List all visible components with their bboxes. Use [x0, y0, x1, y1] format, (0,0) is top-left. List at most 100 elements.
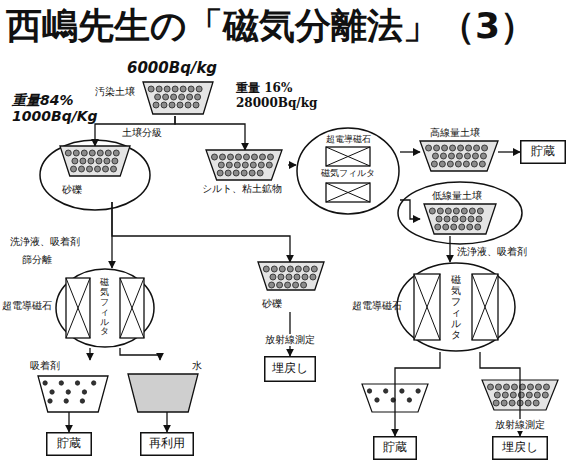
- particle-dot: [426, 145, 432, 151]
- particle-dot: [475, 224, 481, 230]
- particle-dot: [287, 266, 293, 272]
- particle-dot: [543, 384, 549, 390]
- particle-dot: [511, 384, 517, 390]
- process-box: 埋戻し: [264, 356, 316, 382]
- particle-dot: [444, 216, 450, 222]
- particle-dot: [477, 208, 483, 214]
- particle-dot: [258, 162, 264, 168]
- particle-dot: [439, 161, 445, 167]
- node-label: 6000Bq/kg: [127, 60, 217, 77]
- particle-dot: [431, 161, 437, 167]
- particle-dot: [278, 274, 284, 280]
- annotation-label: 洗浄液、吸着剤: [10, 236, 80, 248]
- particle-dot: [226, 162, 232, 168]
- particle-dot: [442, 145, 448, 151]
- flow-arrow: [95, 116, 175, 146]
- particle-dot: [464, 153, 470, 159]
- particle-dot: [375, 398, 379, 402]
- particle-dot: [263, 266, 269, 272]
- basin-outline: [206, 150, 282, 180]
- process-box: 貯蔵: [520, 140, 566, 164]
- soil-basin: 吸着剤: [30, 360, 108, 412]
- particle-dot: [277, 282, 283, 288]
- particle-dot: [479, 161, 485, 167]
- node-label: 超電導磁石: [352, 300, 402, 312]
- particle-dot: [188, 86, 194, 92]
- basin-outline: [424, 204, 496, 234]
- particle-dot: [494, 392, 500, 398]
- particle-dot: [311, 266, 317, 272]
- particle-dot: [73, 150, 79, 156]
- magnetic-filter-box: [414, 274, 440, 340]
- particle-dot: [471, 161, 477, 167]
- particle-dot: [447, 161, 453, 167]
- particle-dot: [293, 282, 299, 288]
- particle-dot: [97, 150, 103, 156]
- particle-dot: [242, 162, 248, 168]
- flow-arrow: [120, 348, 160, 360]
- particle-dot: [407, 398, 411, 402]
- particle-dot: [466, 145, 472, 151]
- particle-dot: [440, 153, 446, 159]
- particle-dot: [295, 266, 301, 272]
- node-label: 貯蔵: [373, 441, 417, 455]
- particle-dot: [89, 150, 95, 156]
- particle-dot: [468, 216, 474, 222]
- box-outline: [493, 437, 548, 460]
- particle-dot: [429, 208, 435, 214]
- particle-dot: [302, 274, 308, 280]
- particle-dot: [301, 282, 307, 288]
- particle-dot: [185, 102, 191, 108]
- flow-arrow: [400, 200, 420, 219]
- node-label: 砂礫: [262, 298, 282, 310]
- particle-dot: [259, 154, 265, 160]
- magnet-unit: 超電導磁石磁気フィルタ: [0, 268, 156, 348]
- particle-dot: [452, 216, 458, 222]
- particle-dot: [459, 224, 465, 230]
- particle-dot: [495, 384, 501, 390]
- soil-basin: シルト、粘土鉱物: [200, 150, 288, 196]
- box-outline: [141, 433, 194, 456]
- particle-dot: [535, 384, 541, 390]
- particle-dot: [542, 392, 548, 398]
- annotation-label: 重量84%: [12, 92, 74, 108]
- particle-dot: [493, 400, 499, 406]
- particle-dot: [303, 266, 309, 272]
- particle-dot: [416, 389, 420, 393]
- node-label: 高線量土壌: [430, 127, 480, 139]
- particle-dot: [467, 224, 473, 230]
- soil-basin: 低線量土壌: [420, 190, 500, 236]
- particle-dot: [81, 150, 87, 156]
- particle-dot: [195, 94, 201, 100]
- annotation-label: 1000Bq/Kg: [12, 108, 98, 124]
- particle-dot: [267, 154, 273, 160]
- particle-dot: [219, 154, 225, 160]
- basin-outline: [128, 374, 198, 412]
- magnet-unit: 超電導磁石磁気フィルタ: [352, 262, 518, 352]
- particle-dot: [111, 166, 117, 172]
- particle-dot: [458, 145, 464, 151]
- annotation-label: 重量 16%: [236, 82, 292, 96]
- particle-dot: [234, 162, 240, 168]
- magnet-ellipse: [56, 269, 154, 347]
- node-label: 超電導磁石: [296, 134, 400, 144]
- particle-dot: [105, 150, 111, 156]
- particle-dot: [436, 216, 442, 222]
- particle-dot: [503, 384, 509, 390]
- node-label: 埋戻し: [264, 362, 316, 376]
- box-outline: [521, 141, 566, 164]
- basin-outline: [143, 82, 213, 114]
- magnetic-filter-box: [326, 183, 370, 202]
- particle-dot: [525, 400, 531, 406]
- particle-dot: [169, 102, 175, 108]
- particle-dot: [79, 166, 85, 172]
- soil-basin: 水: [128, 360, 206, 412]
- box-outline: [374, 437, 417, 460]
- magnetic-filter-box: [472, 274, 498, 340]
- particle-dot: [72, 158, 78, 164]
- particle-dot: [113, 150, 119, 156]
- particle-dot: [104, 158, 110, 164]
- particle-dot: [285, 282, 291, 288]
- particle-dot: [434, 145, 440, 151]
